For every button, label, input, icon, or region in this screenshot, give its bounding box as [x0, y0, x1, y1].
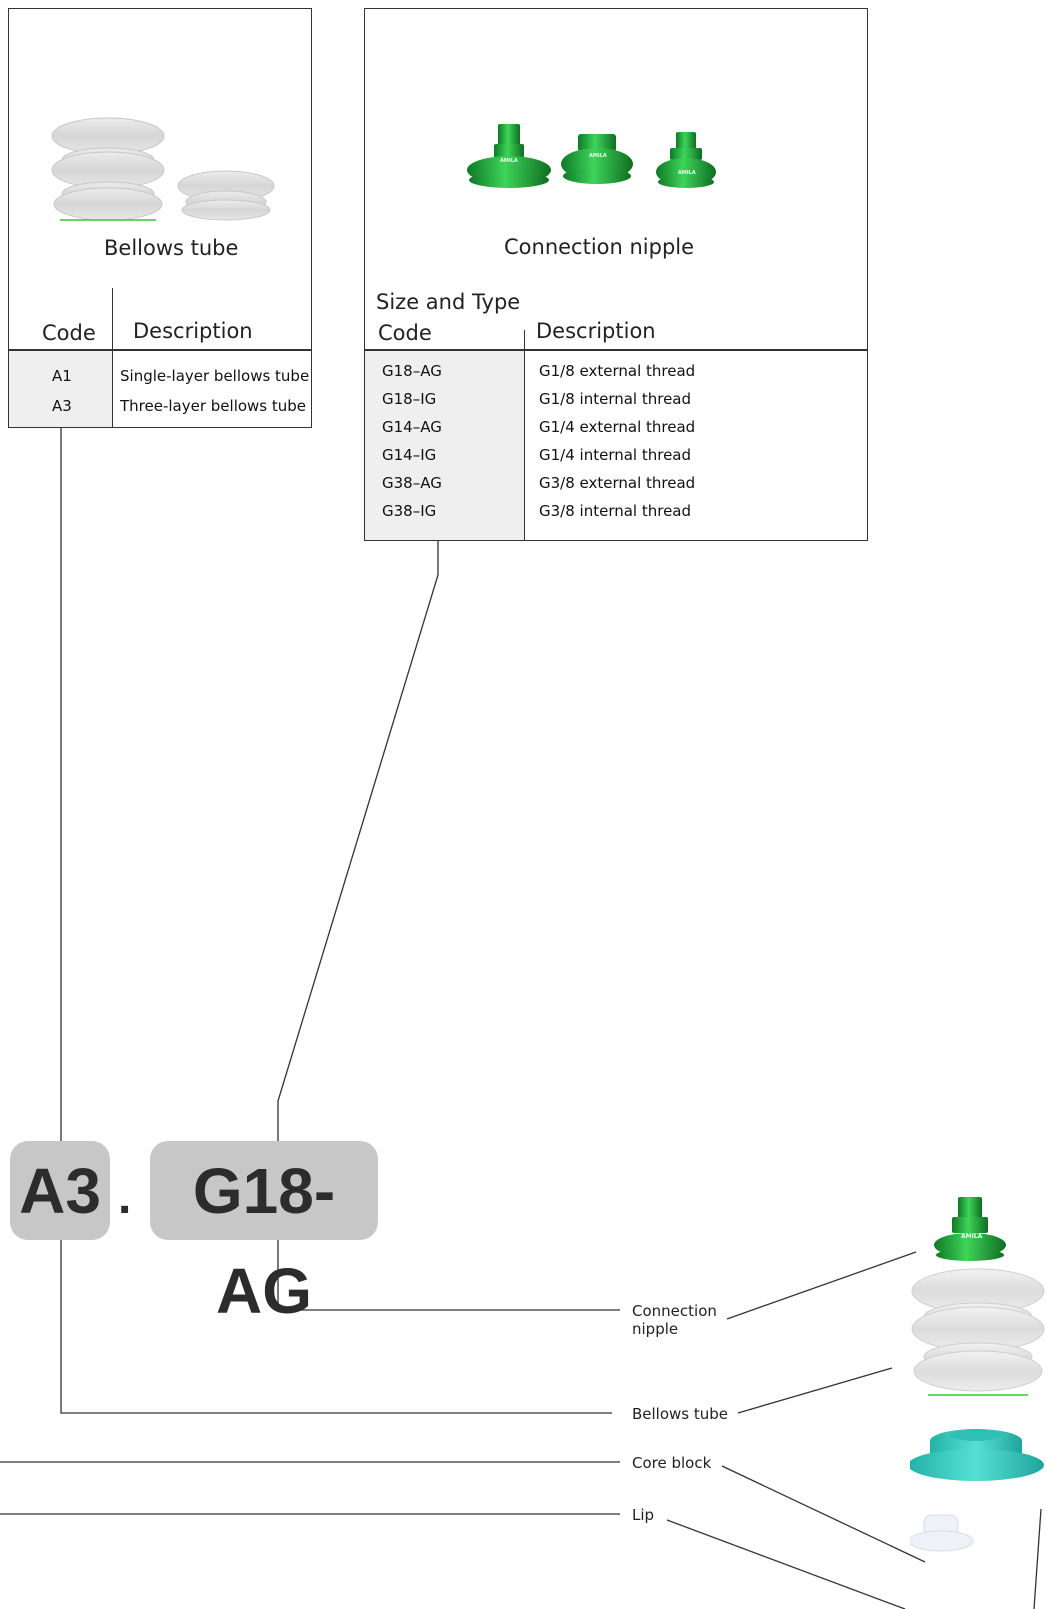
- nipple-row-4-description: G1/4 internal thread: [539, 446, 692, 464]
- bellows-code-pill: A3: [10, 1141, 110, 1240]
- nipple-code-pill: G18-AG: [150, 1141, 378, 1327]
- bellows-column-divider: [112, 350, 113, 428]
- bellows-table-title: Bellows tube: [104, 236, 239, 260]
- nipple-row-5-description: G3/8 external thread: [539, 474, 696, 492]
- bellows-header-description: Description: [133, 319, 253, 343]
- callout-connection-nipple-line1: Connection: [632, 1302, 717, 1320]
- nipple-table-title: Connection nipple: [504, 235, 695, 259]
- nipple-row-6-code: G38–IG: [382, 502, 437, 520]
- nipple-1-brand-mark: AMILA: [500, 158, 518, 164]
- nipple-code-column: [365, 351, 524, 540]
- connection-nipple-image: AMILA AMILA AMILA: [467, 124, 716, 188]
- bellows-table: [8, 8, 312, 428]
- nipple-header-description: Description: [536, 319, 656, 343]
- assembly-exploded-view: AMILA: [910, 1197, 1045, 1552]
- nipple-row-5-code: G38–AG: [382, 474, 442, 492]
- assembly-nipple-brand-mark: AMILA: [961, 1233, 983, 1240]
- nipple-row-2-description: G1/8 internal thread: [539, 390, 692, 408]
- nipple-table: [364, 8, 868, 541]
- nipple-column-divider: [524, 350, 525, 541]
- nipple-row-3-description: G1/4 external thread: [539, 418, 696, 436]
- bellows-code-column: [9, 351, 113, 427]
- nipple-row-1-description: G1/8 external thread: [539, 362, 696, 380]
- nipple-header-divider: [524, 330, 525, 349]
- nipple-3-brand-mark: AMILA: [678, 170, 696, 176]
- callout-connection-nipple: Connection nipple: [632, 1302, 717, 1338]
- nipple-header-code: Code: [378, 321, 432, 345]
- nipple-2-brand-mark: AMILA: [589, 153, 607, 159]
- callout-lip: Lip: [632, 1506, 655, 1524]
- nipple-row-4-code: G14–IG: [382, 446, 437, 464]
- nipple-row-1-code: G18–AG: [382, 362, 442, 380]
- nipple-row-3-code: G14–AG: [382, 418, 442, 436]
- callout-bellows-tube: Bellows tube: [632, 1405, 729, 1423]
- assembly-nipple: [934, 1197, 1006, 1261]
- bellows-header-rule: [9, 349, 311, 351]
- nipple-section-label: Size and Type: [376, 290, 521, 314]
- bellows-row-1-code: A1: [52, 367, 72, 385]
- bellows-header-code: Code: [42, 321, 96, 345]
- part-number-separator: .: [118, 1171, 132, 1224]
- bellows-row-1-description: Single-layer bellows tube: [120, 367, 310, 385]
- bellows-row-2-code: A3: [52, 397, 72, 415]
- nipple-row-2-code: G18–IG: [382, 390, 437, 408]
- assembly-core-block: [910, 1514, 974, 1552]
- callout-core-block: Core block: [632, 1454, 712, 1472]
- bellows-row-2-description: Three-layer bellows tube: [120, 397, 307, 415]
- bellows-tube-image: [51, 117, 275, 221]
- nipple-header-rule: [365, 349, 867, 351]
- callout-connection-nipple-line2: nipple: [632, 1320, 679, 1338]
- assembly-bellows: [911, 1268, 1045, 1392]
- bellows-header-divider: [112, 288, 113, 349]
- nipple-row-6-description: G3/8 internal thread: [539, 502, 692, 520]
